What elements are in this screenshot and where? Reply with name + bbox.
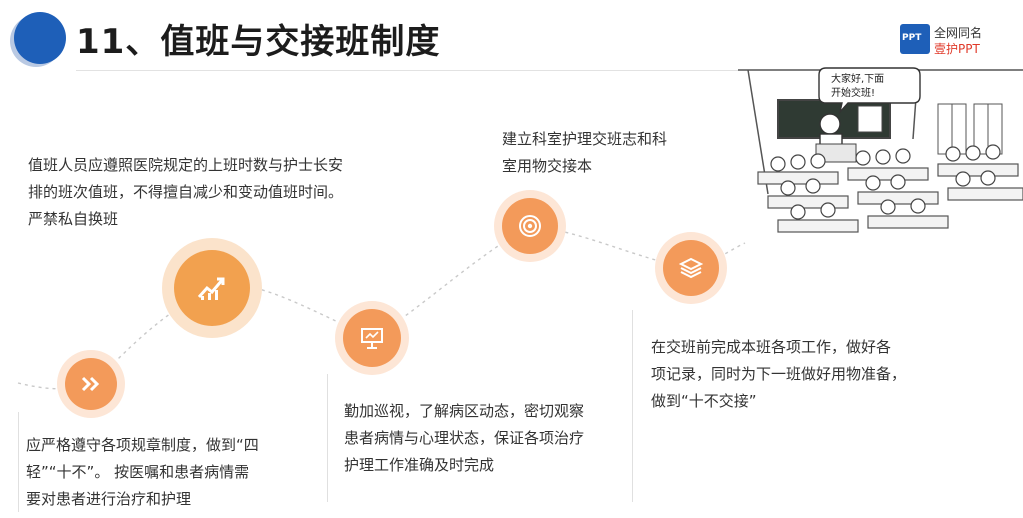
logo-line1: 全网同名 <box>934 26 983 40</box>
title-divider <box>76 70 936 71</box>
text-line: 值班人员应遵照医院规定的上班时数与护士长安 <box>28 156 344 174</box>
logo-mark-text: PPT <box>902 33 922 43</box>
step-4-text: 建立科室护理交班志和科 室用物交接本 <box>502 126 722 180</box>
title-bullet-circle <box>14 12 66 64</box>
step-node-5 <box>663 240 719 296</box>
text-line: 要对患者进行治疗和护理 <box>26 490 192 508</box>
step-1-text: 应严格遵守各项规章制度，做到“四 轻”“十不”。 按医嘱和患者病情需 要对患者进… <box>26 432 316 513</box>
text-line: 护理工作准确及时完成 <box>344 456 495 474</box>
double-chevron-right-icon <box>81 376 100 392</box>
text-line: 轻”“十不”。 按医嘱和患者病情需 <box>26 463 250 481</box>
separator-line <box>327 374 328 502</box>
text-line: 严禁私自换班 <box>28 210 119 228</box>
step-2-text: 值班人员应遵照医院规定的上班时数与护士长安 排的班次值班，不得擅自减少和变动值班… <box>28 152 428 233</box>
text-line: 项记录，同时为下一班做好用物准备， <box>651 365 907 383</box>
separator-line <box>18 412 19 512</box>
step-3-text: 勤加巡视，了解病区动态，密切观察 患者病情与心理状态，保证各项治疗 护理工作准确… <box>344 398 634 479</box>
logo-mark-icon: PPT <box>900 24 930 54</box>
presentation-icon <box>361 328 383 349</box>
brand-logo: PPT 全网同名 壹护PPT <box>900 24 998 58</box>
text-line: 勤加巡视，了解病区动态，密切观察 <box>344 402 585 420</box>
text-line: 做到“十不交接” <box>651 392 757 410</box>
chart-trend-icon <box>197 277 225 300</box>
logo-line2: 壹护PPT <box>934 42 980 56</box>
step-node-1 <box>65 358 117 410</box>
step-5-text: 在交班前完成本班各项工作，做好各 项记录，同时为下一班做好用物准备， 做到“十不… <box>651 334 951 415</box>
classroom-illustration: 大家好,下面 开始交班! <box>738 64 1023 242</box>
text-line: 室用物交接本 <box>502 157 593 175</box>
text-line: 应严格遵守各项规章制度，做到“四 <box>26 436 259 454</box>
text-line: 患者病情与心理状态，保证各项治疗 <box>344 429 585 447</box>
separator-line <box>632 310 633 502</box>
step-node-3 <box>343 309 401 367</box>
text-line: 排的班次值班，不得擅自减少和变动值班时间。 <box>28 183 344 201</box>
page-title: 11、值班与交接班制度 <box>76 22 441 62</box>
text-line: 建立科室护理交班志和科 <box>502 130 668 148</box>
speech-line2: 开始交班! <box>831 86 875 99</box>
speech-line1: 大家好,下面 <box>831 72 884 85</box>
text-line: 在交班前完成本班各项工作，做好各 <box>651 338 892 356</box>
target-icon <box>519 215 541 237</box>
step-node-2 <box>174 250 250 326</box>
layers-icon <box>679 257 703 279</box>
step-node-4 <box>502 198 558 254</box>
